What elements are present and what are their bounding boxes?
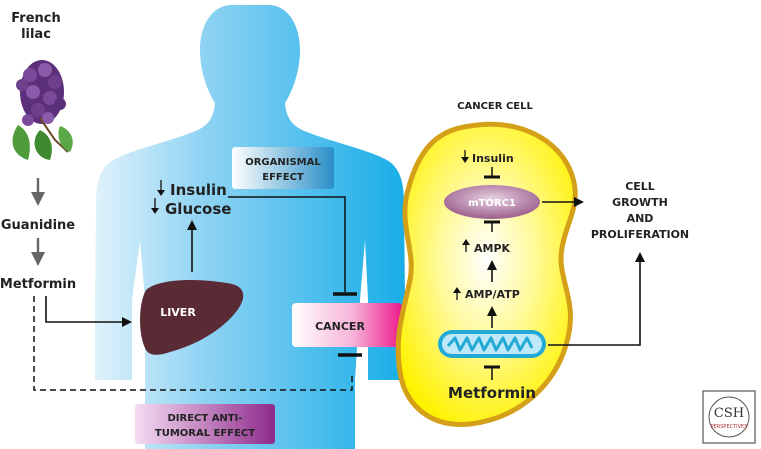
amp-atp-label: AMP/ATP [465,288,520,301]
cell-metformin-label: Metformin [448,384,536,402]
direct-effect-dashed-line [33,296,353,391]
direct-effect-line1: DIRECT ANTI- [168,413,243,424]
plant-label-line2: lilac [21,27,51,42]
direct-effect-line2: TUMORAL EFFECT [155,428,255,439]
outcome-line1: CELL [625,180,655,193]
mtorc1-label: mTORC1 [468,198,516,209]
cell-insulin-label: Insulin [472,152,514,165]
metformin-label-left: Metformin [0,277,76,292]
cancer-cell [395,121,578,427]
direct-effect-box [135,404,275,444]
outcome-line2: GROWTH [612,196,668,209]
organismal-effect-line2: EFFECT [262,172,304,183]
up-arrow-icon [462,239,470,252]
organismal-effect-box [232,147,334,189]
organismal-effect-line1: ORGANISMAL [245,157,321,168]
csh-perspectives-logo: CSH PERSPECTIVES [702,390,756,444]
outcome-line4: PROLIFERATION [591,228,689,241]
organismal-pathway-line [228,196,346,292]
down-arrow-icon [461,150,469,163]
body-glucose-label: Glucose [165,200,231,218]
ampk-label: AMPK [474,242,511,255]
cancer-cell-title: CANCER CELL [457,101,533,112]
human-body-silhouette [95,5,405,449]
mitochondrion-to-growth-arrow [548,252,645,346]
logo-subtext: PERSPECTIVES [711,424,748,430]
metformin-to-liver-arrow [45,296,132,327]
plant-label-line1: French [11,11,61,26]
mtorc1-node [444,185,540,219]
french-lilac-illustration [12,60,73,160]
liver-label: LIVER [160,306,196,319]
liver-organ [140,280,244,355]
outcome-line3: AND [627,212,654,225]
up-arrow-icon [453,287,461,300]
down-arrow-icon [151,198,159,214]
mitochondrion-icon [438,330,546,358]
cancer-label: CANCER [315,320,365,333]
cancer-box [292,303,402,347]
down-arrow-icon [157,180,165,196]
guanidine-label: Guanidine [1,218,75,233]
logo-text: CSH [714,406,744,421]
body-insulin-label: Insulin [170,181,227,199]
